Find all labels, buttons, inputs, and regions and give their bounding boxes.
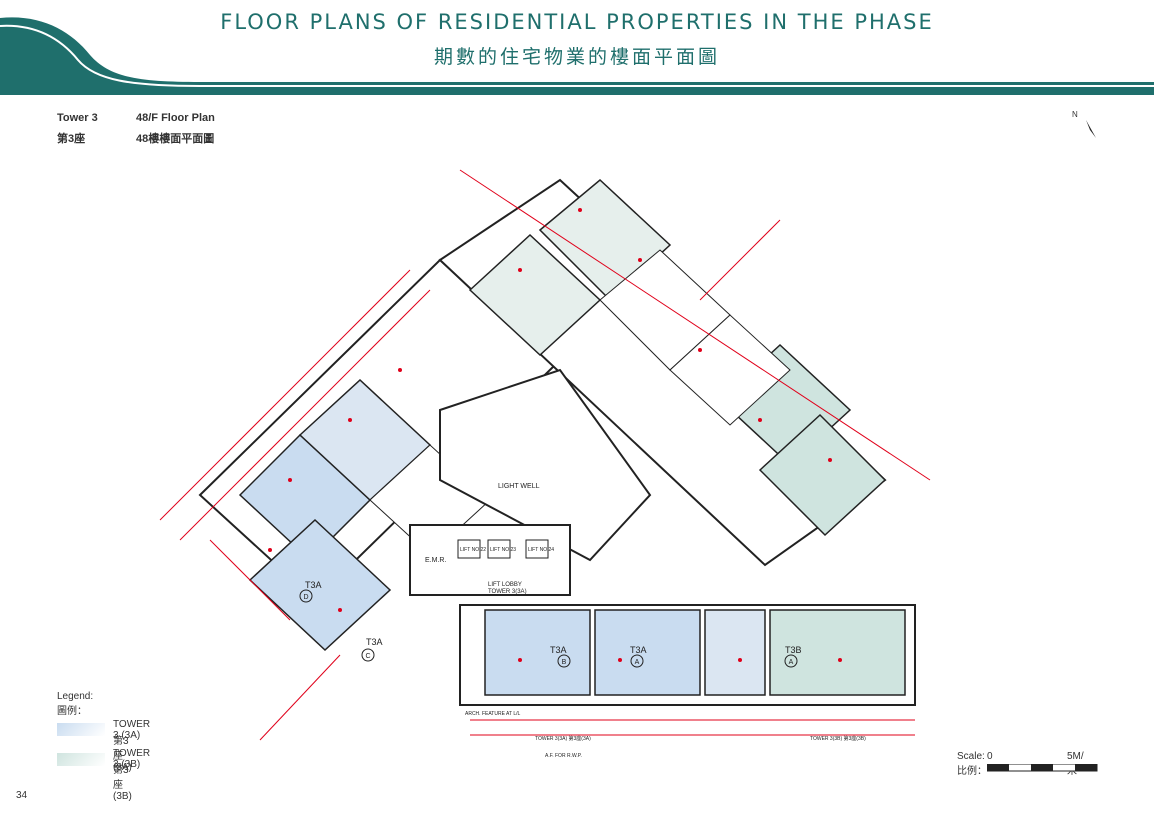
tower3b-dim-label: TOWER 3(3B) 第3座(3B) [810, 735, 866, 742]
scale-ruler [987, 764, 1098, 772]
flat-a-marker-3a: A [635, 659, 640, 666]
page-title-zh: 期數的住宅物業的樓面平面圖 [433, 46, 720, 68]
lift-core-outline [409, 524, 571, 596]
light-well-label: LIGHT WELL [498, 483, 540, 490]
scale-bar: Scale: 0 5M/米 比例： [957, 751, 1098, 777]
flat-a-marker-3b: A [789, 659, 794, 666]
legend-label-3b-zh: 第3座 (3B) [113, 765, 132, 802]
emr-label: E.M.R. [425, 557, 446, 564]
page-number: 34 [16, 790, 28, 801]
north-label: N [1072, 110, 1078, 119]
scale-label-en: Scale: [957, 751, 985, 762]
legend-title-zh: 圖例： [57, 706, 87, 717]
arch-feature-label: ARCH. FEATURE AT L/L [465, 711, 521, 717]
tower-3b-wing [438, 178, 887, 567]
flat-b-marker: B [562, 659, 567, 666]
unit-t3b-label-a: T3B [785, 645, 802, 655]
flat-d-marker: D [303, 594, 308, 601]
lift-22-label: LIFT NO.22 [460, 547, 486, 553]
dimension-markers [268, 208, 842, 662]
floor-label-zh: 48樓樓面平面圖 [136, 133, 215, 145]
legend-label-3a-en: TOWER 3 (3A) [113, 719, 151, 741]
tower3a-dim-label: TOWER 3(3A) 第3座(3A) [535, 735, 591, 742]
scale-start: 0 [987, 751, 993, 762]
unit-t3a-label-c: T3A [366, 637, 383, 647]
north-arrow-icon: N [1070, 108, 1104, 142]
flat-c-marker: C [365, 653, 370, 660]
legend-title-en: Legend: [57, 691, 94, 702]
scale-label-zh: 比例： [957, 766, 987, 777]
unit-t3a-label-b: T3A [550, 645, 567, 655]
unit-t3a-label-a: T3A [630, 645, 647, 655]
header-banner [0, 17, 1154, 95]
lift-lobby-label: LIFT LOBBY [488, 582, 522, 588]
tower-label-zh: 第3座 [57, 133, 86, 145]
legend-label-3a-zh: 第3座 (3A) [113, 736, 132, 773]
legend-label-3b-en: TOWER 3 (3B) [113, 748, 151, 770]
page-title-en: FLOOR PLANS OF RESIDENTIAL PROPERTIES IN… [220, 10, 934, 34]
floor-plan-drawing: LIGHT WELL E.M.R. LIFT NO.22 LIFT NO.23 … [159, 169, 931, 759]
legend-swatch-3b [57, 753, 105, 766]
dimension-lines [159, 169, 931, 741]
light-well-outline [439, 368, 652, 562]
tower-3a-wing [198, 258, 557, 652]
lift-23-label: LIFT NO.23 [490, 547, 516, 553]
legend-swatch-3a [57, 723, 105, 736]
floor-label-en: 48/F Floor Plan [136, 112, 215, 124]
af-rwp-label: A.F. FOR R.W.P. [545, 753, 582, 759]
lift-24-label: LIFT NO.24 [528, 547, 554, 553]
tower-label-en: Tower 3 [57, 112, 98, 124]
legend: Legend: 圖例： TOWER 3 (3A) 第3座 (3A) TOWER … [57, 691, 150, 802]
unit-t3a-label-d: T3A [305, 580, 322, 590]
lift-lobby-tower-label: TOWER 3(3A) [488, 589, 527, 595]
bottom-flats-block [459, 604, 916, 706]
